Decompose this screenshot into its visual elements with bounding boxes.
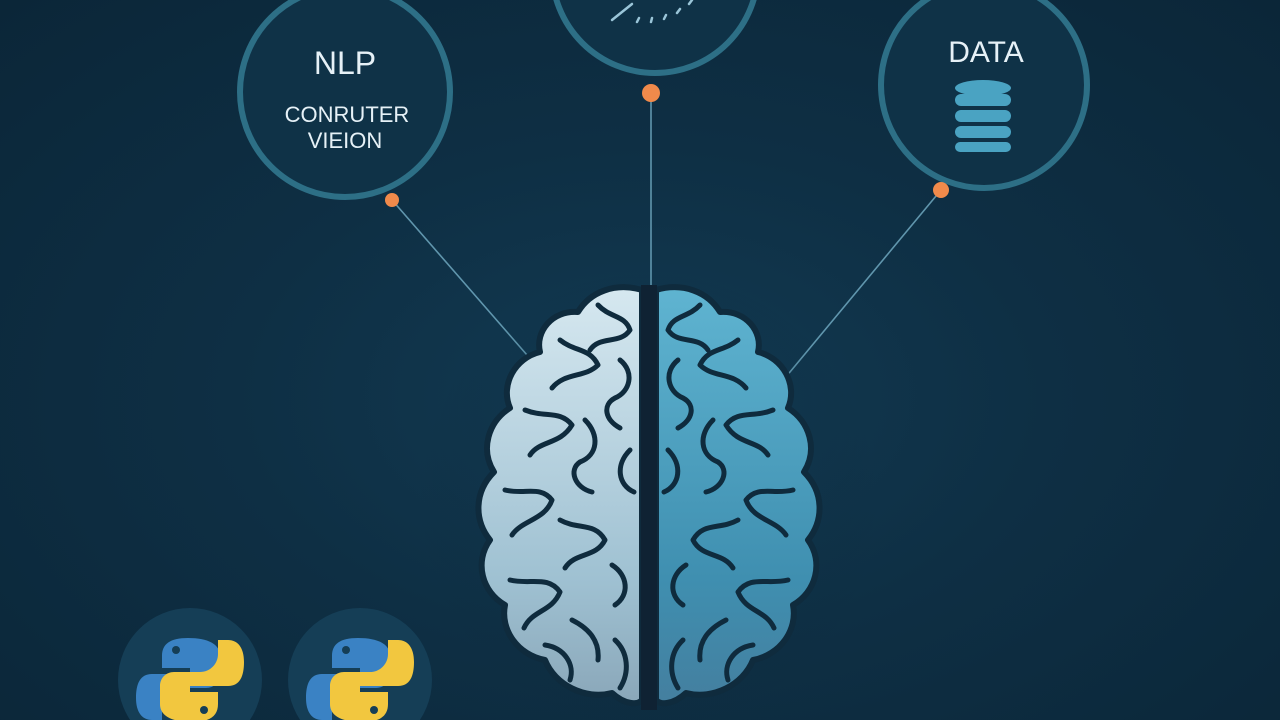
brain-left-hemisphere: [475, 284, 645, 707]
node-top-center: [553, 0, 757, 102]
node-nlp-title: NLP: [314, 45, 376, 81]
node-top-center-ring: [553, 0, 757, 76]
node-nlp-ring: [237, 0, 453, 200]
python-logo-icon: [136, 638, 244, 720]
python-badge-1: [118, 608, 262, 720]
gauge-icon: [610, 0, 694, 24]
connector-dot-top: [642, 84, 660, 102]
brain-right-hemisphere: [653, 284, 823, 707]
connector-dot-nlp: [385, 193, 399, 207]
python-badge-2: [288, 608, 432, 720]
node-nlp: NLP CONRUTER VIEION: [237, 0, 453, 207]
node-nlp-subtitle-line1: CONRUTER: [285, 102, 410, 127]
node-data: DATA: [878, 0, 1090, 198]
node-data-title: DATA: [948, 36, 1024, 69]
python-logo-icon: [306, 638, 414, 720]
connector-dot-data: [933, 182, 949, 198]
node-nlp-subtitle-line2: VIEION: [308, 128, 383, 153]
brain-fissure: [641, 285, 657, 710]
brain-icon: [418, 270, 878, 720]
database-icon: [955, 80, 1011, 152]
